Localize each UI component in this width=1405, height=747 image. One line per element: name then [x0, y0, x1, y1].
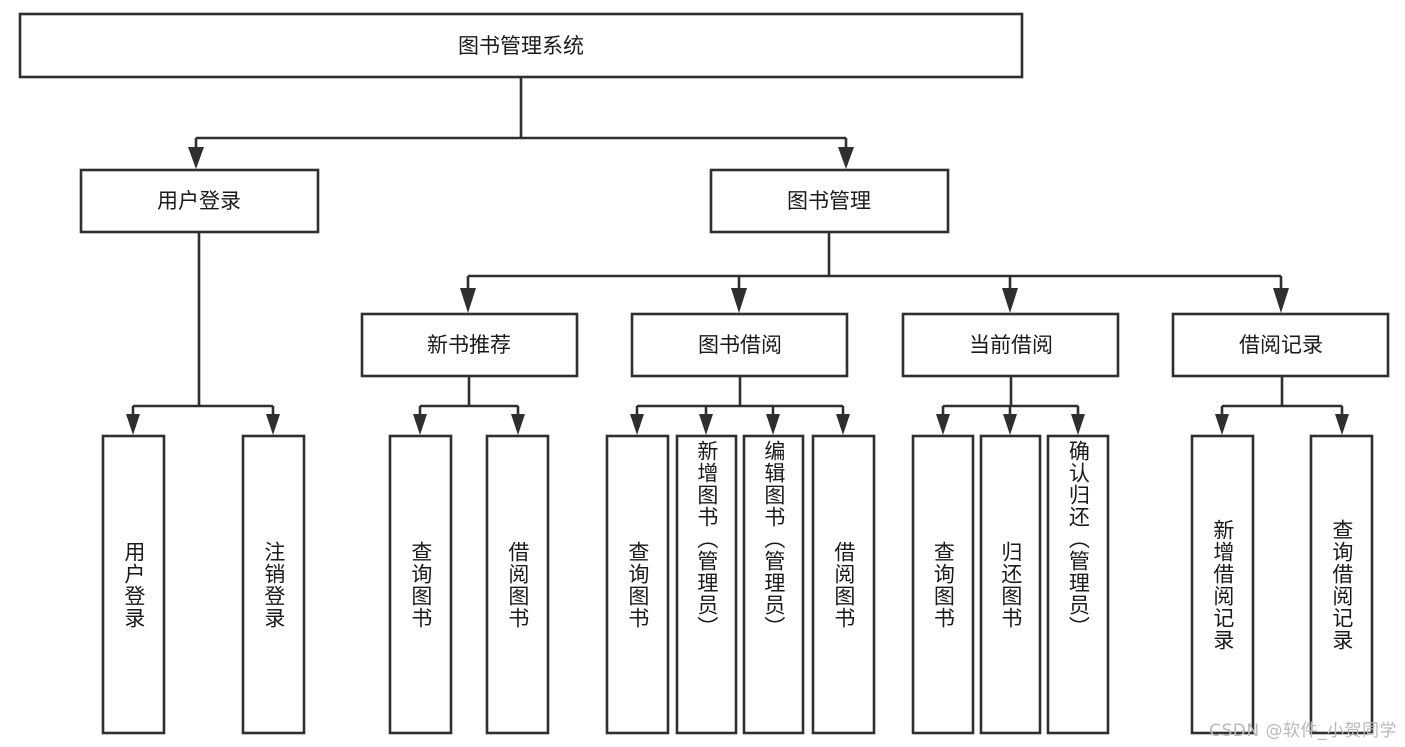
leaf-box-add-book[interactable]: [675, 434, 738, 735]
leaf-box-user-login[interactable]: [101, 434, 166, 735]
node-user-login-label: 用户登录: [157, 189, 241, 213]
node-book-management[interactable]: 图书管理: [709, 168, 950, 234]
node-root-label: 图书管理系统: [458, 34, 584, 58]
leaf-box-confirm-return[interactable]: [1046, 434, 1110, 735]
node-book-borrow-label: 图书借阅: [698, 333, 782, 357]
arrow-head-icon: [838, 147, 854, 169]
node-borrow-record-label: 借阅记录: [1239, 333, 1323, 357]
node-new-book-recommend[interactable]: 新书推荐: [360, 312, 579, 378]
node-current-borrow-label: 当前借阅: [969, 333, 1053, 357]
leaf-box-logout-login[interactable]: [241, 434, 306, 735]
connector-borrowrecord-to-leaves: [1215, 376, 1349, 435]
leaf-box-borrow-book-1[interactable]: [485, 434, 550, 735]
leaf-box-return-book[interactable]: [979, 434, 1042, 735]
arrow-head-icon: [188, 147, 204, 169]
leaf-box-query-book-1[interactable]: [388, 434, 453, 735]
node-current-borrow[interactable]: 当前借阅: [901, 312, 1120, 378]
node-new-book-recommend-label: 新书推荐: [427, 333, 511, 357]
connector-bookmgmt-to-level3: [460, 232, 1289, 313]
watermark: CSDN @软件_小贺同学: [1209, 721, 1397, 741]
connector-bookborrow-to-leaves: [630, 376, 850, 435]
node-user-login[interactable]: 用户登录: [79, 168, 320, 234]
leaf-box-edit-book[interactable]: [742, 434, 805, 735]
connector-userlogin-to-leaves: [126, 232, 280, 435]
leaf-box-add-borrow-record[interactable]: [1190, 434, 1255, 735]
leaf-box-query-book-3[interactable]: [911, 434, 975, 735]
leaf-box-query-book-2[interactable]: [605, 434, 670, 735]
connector-root-to-level2: [188, 77, 854, 169]
node-book-borrow[interactable]: 图书借阅: [630, 312, 849, 378]
node-borrow-record[interactable]: 借阅记录: [1171, 312, 1390, 378]
leaf-box-query-borrow-record[interactable]: [1309, 434, 1374, 735]
node-root[interactable]: 图书管理系统: [18, 12, 1024, 79]
connector-currentborrow-to-leaves: [936, 376, 1085, 435]
leaf-boxes: [101, 434, 1374, 735]
node-book-management-label: 图书管理: [787, 189, 871, 213]
connector-newbook-to-leaves: [413, 376, 525, 435]
leaf-box-borrow-book-2[interactable]: [811, 434, 876, 735]
